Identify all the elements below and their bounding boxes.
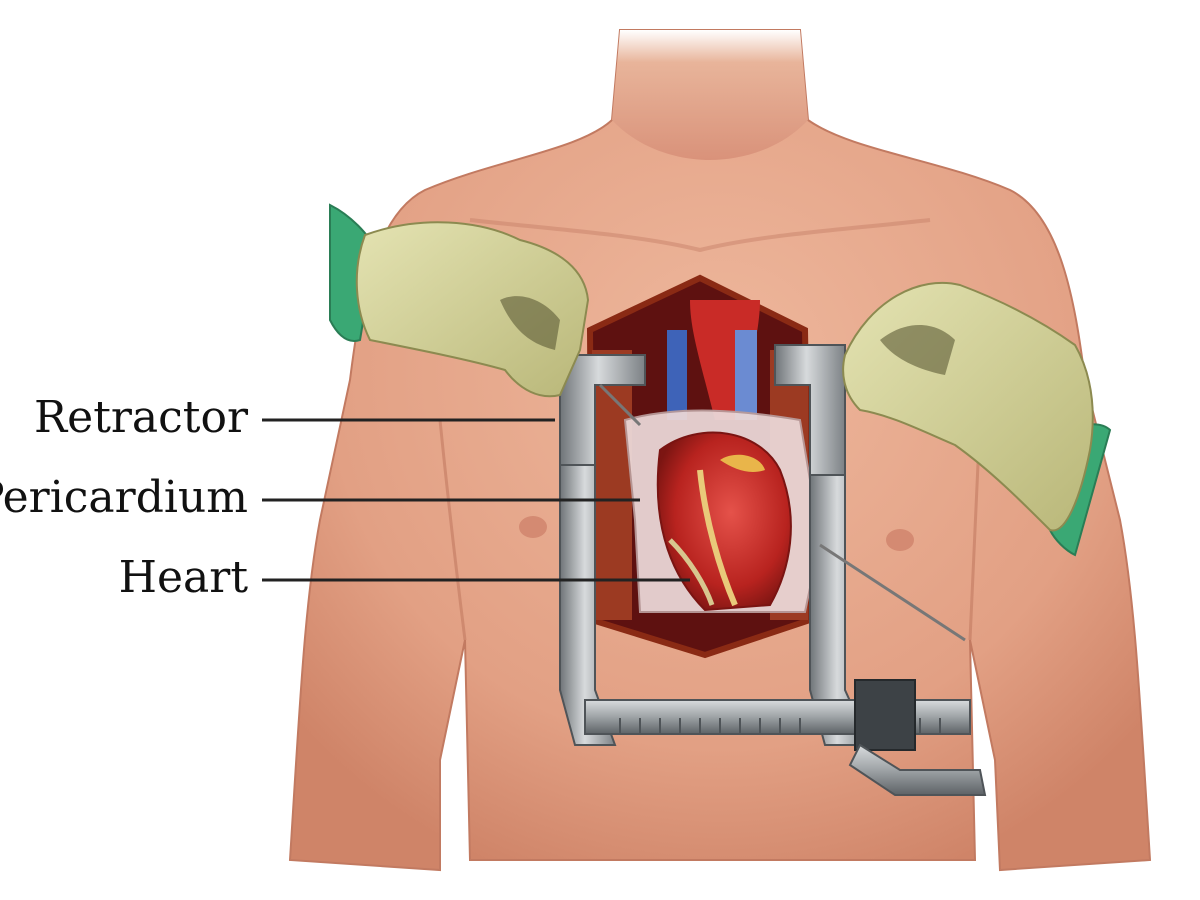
left-hand-glove xyxy=(329,203,590,398)
label-heart: Heart xyxy=(118,552,248,603)
right-hand-glove xyxy=(842,281,1112,557)
heart xyxy=(656,431,792,612)
label-retractor: Retractor xyxy=(34,392,248,443)
retractor xyxy=(559,344,987,796)
label-pericardium: Pericardium xyxy=(0,472,248,523)
leader-lines xyxy=(262,418,690,582)
